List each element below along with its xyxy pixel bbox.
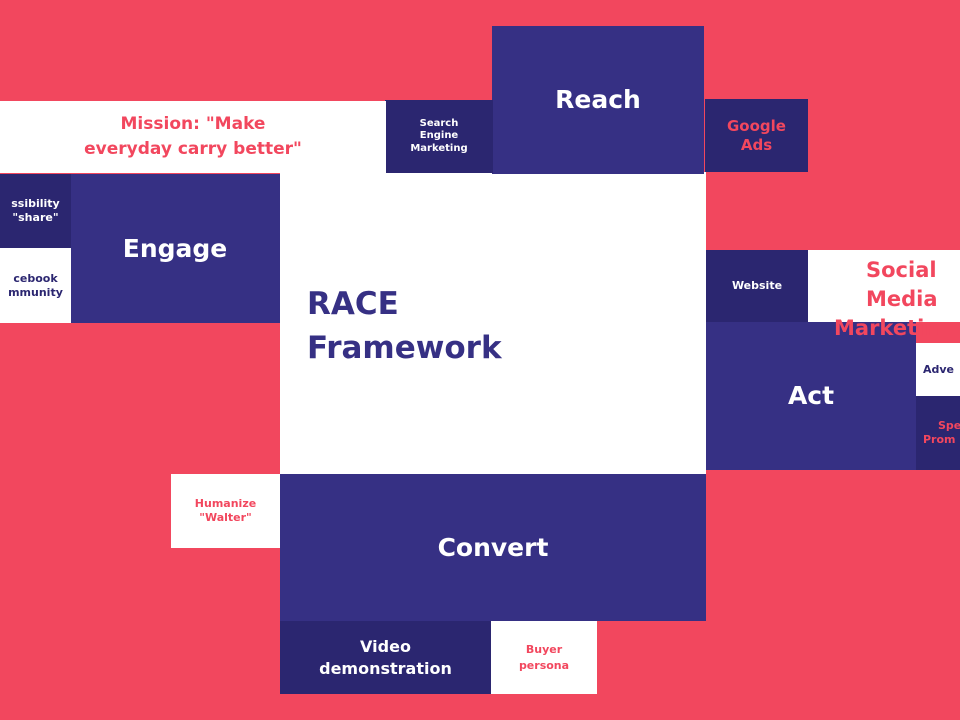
tactic-facebook-community: cebook mmunity: [0, 248, 71, 323]
stage-reach: Reach: [492, 26, 704, 174]
stage-convert-label: Convert: [437, 532, 549, 562]
tactic-facebook-line2: mmunity: [8, 285, 63, 299]
tactic-social-line3: Marketin: [834, 315, 940, 340]
tactic-google-ads: Google Ads: [705, 99, 808, 172]
tactic-buyer-line1: Buyer: [525, 642, 563, 656]
tactic-website: Website: [706, 250, 808, 322]
tactic-share-line2: "share": [12, 211, 59, 224]
tactic-social-line2: Media: [866, 286, 938, 311]
tactic-video-line2: demonstration: [319, 658, 452, 678]
mission-line2: everyday carry better": [84, 139, 302, 159]
tactic-search-line3: Marketing: [410, 142, 468, 154]
tactic-advertising: Adve: [916, 343, 960, 396]
tactic-promo-line2: Prom: [923, 433, 956, 446]
stage-reach-label: Reach: [555, 85, 641, 115]
stage-engage-label: Engage: [122, 233, 228, 263]
tactic-buyer-persona: Buyer persona: [491, 621, 597, 694]
tactic-facebook-line1: cebook: [13, 271, 58, 285]
tactic-search-line1: Search: [419, 117, 459, 129]
tactic-promo-line1: Spe: [938, 419, 960, 433]
stage-act: Act: [706, 322, 916, 470]
tactic-video-line1: Video: [360, 636, 411, 656]
tactic-social-media-text: Social Media Marketin: [834, 256, 960, 343]
tactic-special-promotions: Spe Prom: [916, 396, 960, 470]
tactic-advertising-label: Adve: [923, 362, 955, 376]
tactic-social-media-marketing: [808, 250, 960, 322]
mission-line1: Mission: "Make: [120, 114, 266, 135]
tactic-google-line2: Ads: [740, 135, 773, 154]
tactic-search-engine-marketing: Search Engine Marketing: [385, 100, 493, 173]
stage-engage: Engage: [70, 174, 280, 323]
framework-title: RACE Framework: [307, 282, 502, 370]
stage-convert: Convert: [280, 474, 706, 621]
tactic-google-line1: Google: [727, 116, 786, 135]
framework-center-panel: [280, 172, 706, 474]
framework-title-line2: Framework: [307, 330, 502, 367]
framework-title-line1: RACE: [307, 286, 399, 322]
tactic-social-line1: Social: [866, 258, 937, 282]
stage-act-label: Act: [787, 381, 835, 411]
tactic-share: ssibility "share": [0, 174, 71, 248]
tactic-video-demonstration: Video demonstration: [280, 621, 491, 694]
tactic-share-line1: ssibility: [11, 197, 60, 211]
tactic-humanize-walter: Humanize "Walter": [171, 474, 280, 548]
mission-statement: Mission: "Make everyday carry better": [0, 101, 386, 173]
tactic-buyer-line2: persona: [518, 658, 570, 672]
tactic-humanize-line2: "Walter": [199, 511, 252, 524]
tactic-website-label: Website: [731, 279, 783, 293]
tactic-humanize-line1: Humanize: [194, 497, 257, 511]
tactic-search-line2: Engine: [419, 130, 459, 142]
